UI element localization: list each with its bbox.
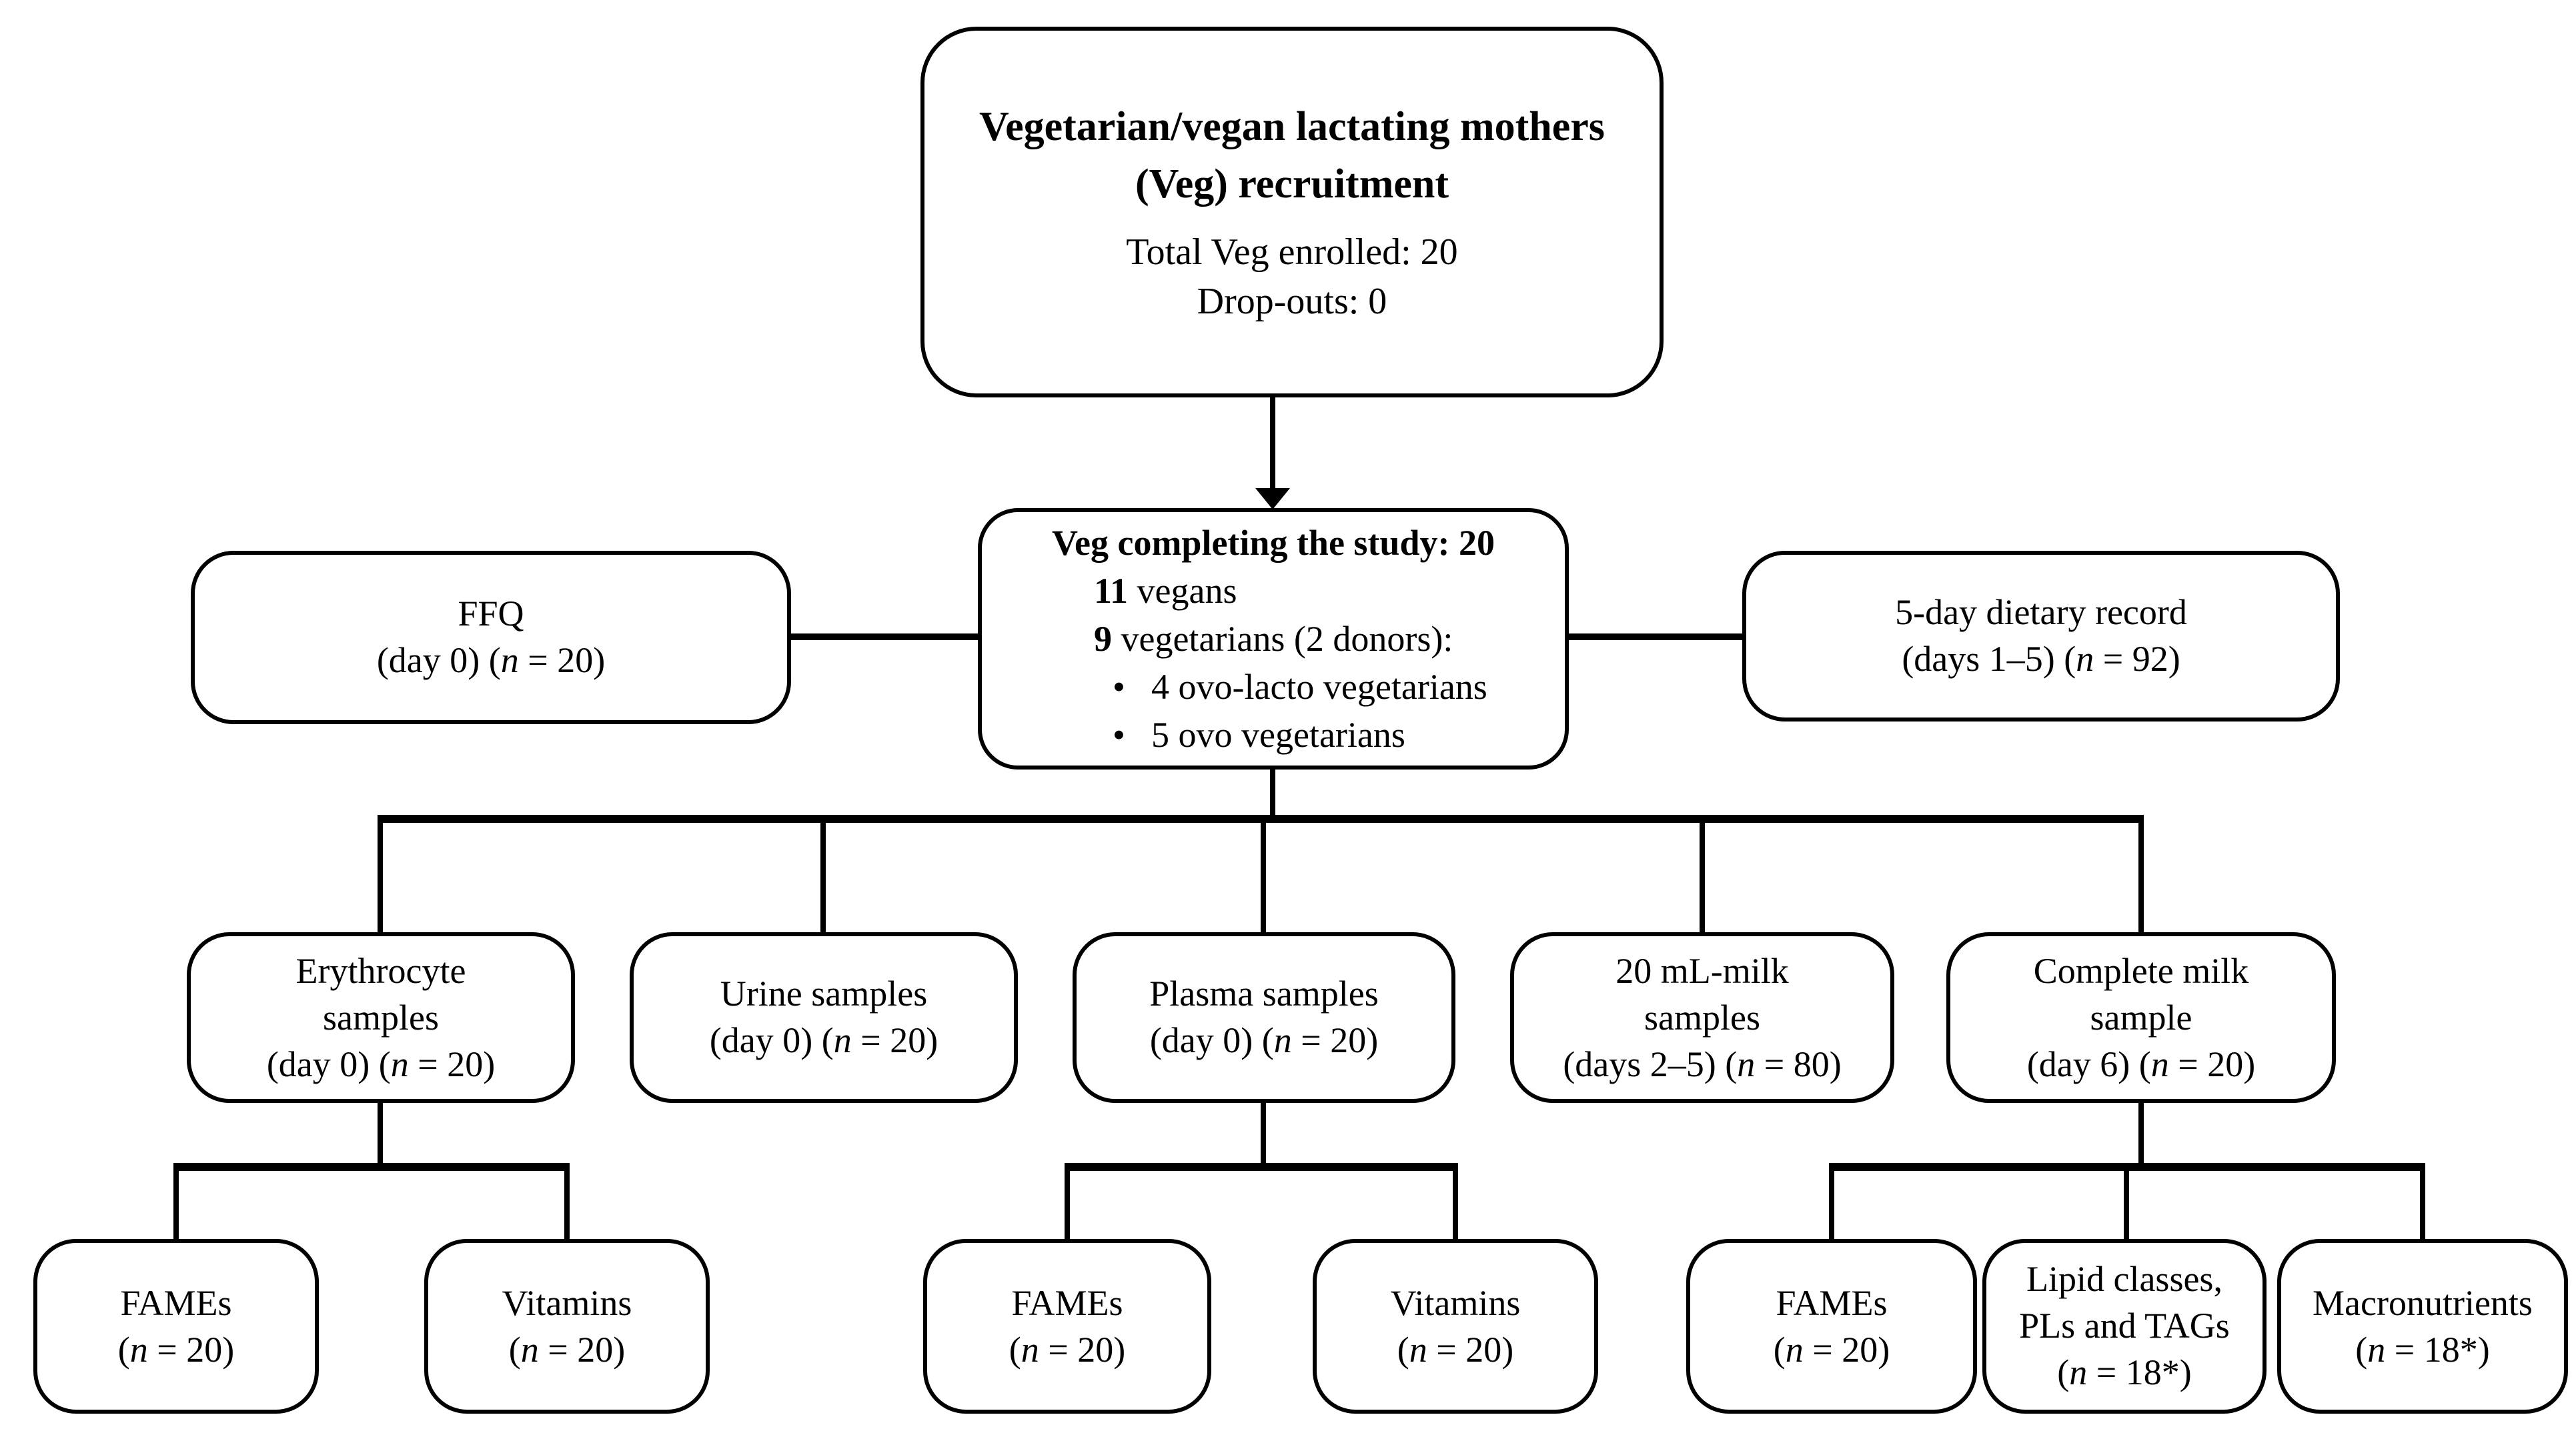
- connector-bar-plasma: [1065, 1163, 1458, 1171]
- connector-drop-fames-erythrocyte: [173, 1163, 179, 1239]
- text-line: Lipid classes,: [2026, 1259, 2222, 1299]
- text-line: FFQ: [458, 593, 524, 633]
- connector-bar-erythrocyte: [173, 1163, 570, 1171]
- arrow-shaft: [1270, 397, 1275, 491]
- box-dietary-record: 5-day dietary record (days 1–5) (n = 92): [1742, 551, 2340, 722]
- text-line: FAMEs: [1011, 1282, 1123, 1322]
- connector-drop-macronutrients: [2420, 1163, 2425, 1239]
- box-lipid-classes: Lipid classes, PLs and TAGs (n = 18*): [1982, 1239, 2267, 1414]
- connector-drop-plasma: [1261, 815, 1266, 932]
- text-line: Vitamins: [1390, 1282, 1521, 1322]
- connector-trunk-erythrocyte: [378, 1103, 383, 1167]
- connector-drop-vitamins-plasma: [1453, 1163, 1458, 1239]
- box-urine-samples: Urine samples (day 0) (n = 20): [630, 932, 1018, 1103]
- text-line: Urine samples: [720, 974, 928, 1014]
- text-line: (n = 20): [117, 1329, 235, 1369]
- box-erythrocyte-samples: Erythrocyte samples (day 0) (n = 20): [187, 932, 575, 1103]
- connector-drop-erythrocyte: [378, 815, 383, 932]
- box-vitamins-plasma: Vitamins (n = 20): [1313, 1239, 1598, 1414]
- text-line: (day 0) (n = 20): [376, 640, 606, 680]
- text-line: (day 0) (n = 20): [266, 1044, 496, 1084]
- connector-drop-milk20: [1700, 815, 1705, 932]
- box-plasma-samples: Plasma samples (day 0) (n = 20): [1073, 932, 1455, 1103]
- text-line: FAMEs: [120, 1282, 232, 1322]
- box-fames-plasma: FAMEs (n = 20): [923, 1239, 1211, 1414]
- text-line: Veg completing the study: 20: [1051, 523, 1495, 563]
- text-line: Total Veg enrolled: 20: [1126, 232, 1458, 273]
- connector-drop-complete-milk: [2138, 815, 2144, 932]
- text-line: Vegetarian/vegan lactating mothers: [979, 103, 1605, 149]
- text-line: (day 6) (n = 20): [2026, 1044, 2256, 1084]
- text-line: (days 1–5) (n = 92): [1902, 639, 2180, 679]
- connector-drop-fames-plasma: [1065, 1163, 1070, 1239]
- text-line: samples: [323, 997, 439, 1037]
- text-line: 5-day dietary record: [1895, 592, 2187, 632]
- text-line: •4 ovo-lacto vegetarians: [1113, 667, 1487, 707]
- text-line: (day 0) (n = 20): [709, 1020, 938, 1060]
- text-line: (n = 18*): [2355, 1329, 2490, 1369]
- text-line: PLs and TAGs: [2019, 1306, 2230, 1346]
- box-veg-completing: Veg completing the study: 20 11 vegans 9 v…: [978, 508, 1569, 770]
- connector-trunk-plasma: [1261, 1103, 1266, 1167]
- text-line: Macronutrients: [2313, 1282, 2533, 1322]
- text-line: (n = 20): [508, 1329, 626, 1369]
- text-line: •5 ovo vegetarians: [1113, 715, 1405, 755]
- box-fames-erythrocyte: FAMEs (n = 20): [33, 1239, 319, 1414]
- text-line: Drop-outs: 0: [1197, 281, 1387, 323]
- text-line: Erythrocyte: [295, 950, 466, 990]
- connector-dietary-record: [1569, 633, 1742, 640]
- box-milk-20ml-samples: 20 mL-milk samples (days 2–5) (n = 80): [1510, 932, 1894, 1103]
- arrow-down-icon: [1255, 488, 1290, 509]
- text-line: 9 vegetarians (2 donors):: [1094, 619, 1453, 659]
- box-fames-milk: FAMEs (n = 20): [1686, 1239, 1977, 1414]
- box-recruitment: Vegetarian/vegan lactating mothers (Veg) …: [920, 27, 1664, 397]
- text-line: FAMEs: [1776, 1282, 1888, 1322]
- text-line: samples: [1644, 997, 1760, 1037]
- box-vitamins-erythrocyte: Vitamins (n = 20): [424, 1239, 710, 1414]
- text-line: Plasma samples: [1149, 974, 1379, 1014]
- text-line: Complete milk: [2033, 950, 2249, 990]
- text-line: (n = 20): [1397, 1329, 1514, 1369]
- text-line: (day 0) (n = 20): [1149, 1020, 1379, 1060]
- connector-drop-lipid-classes: [2124, 1163, 2129, 1239]
- box-ffq: FFQ (day 0) (n = 20): [191, 551, 791, 724]
- text-line: 20 mL-milk: [1616, 950, 1789, 990]
- box-macronutrients: Macronutrients (n = 18*): [2277, 1239, 2568, 1414]
- connector-drop-urine: [820, 815, 826, 932]
- text-line: (Veg) recruitment: [1135, 160, 1449, 207]
- text-line: sample: [2090, 997, 2192, 1037]
- text-line: 11 vegans: [1094, 571, 1237, 611]
- text-line: (n = 18*): [2057, 1352, 2192, 1392]
- text-line: Vitamins: [502, 1282, 632, 1322]
- box-complete-milk-sample: Complete milk sample (day 6) (n = 20): [1946, 932, 2336, 1103]
- text-line: (n = 20): [1009, 1329, 1126, 1369]
- connector-drop-vitamins-erythrocyte: [564, 1163, 570, 1239]
- text-line: (days 2–5) (n = 80): [1563, 1044, 1842, 1084]
- connector-trunk-complete-milk: [2138, 1103, 2144, 1167]
- connector-ffq: [791, 633, 978, 640]
- connector-drop-fames-milk: [1829, 1163, 1834, 1239]
- text-line: (n = 20): [1773, 1329, 1890, 1369]
- connector-trunk-main: [1270, 770, 1275, 819]
